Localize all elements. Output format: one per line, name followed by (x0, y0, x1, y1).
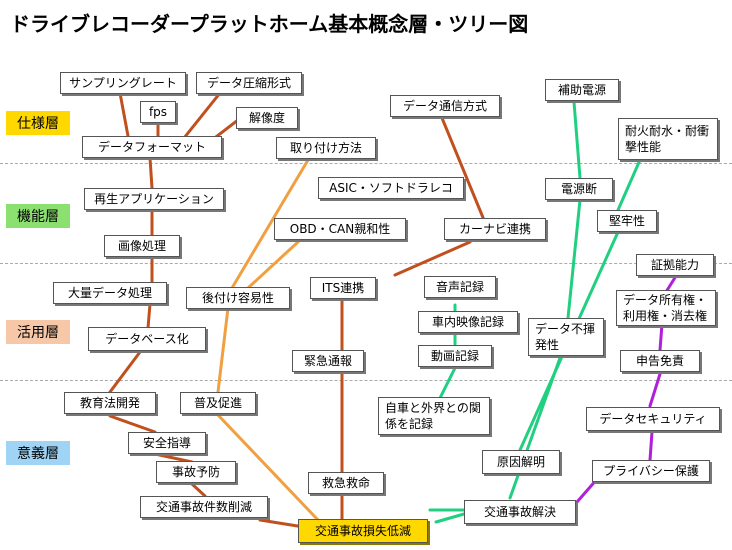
edge (434, 512, 466, 524)
node-root-reduce-losses: 交通事故損失低減 (298, 519, 428, 543)
layer-separator (0, 163, 732, 164)
edge (393, 240, 472, 277)
node-data-security: データセキュリティ (586, 407, 720, 431)
layer-label-meaning: 意義層 (6, 441, 70, 465)
edge (108, 350, 142, 394)
node-data-ownership: データ所有権・利用権・消去権 (616, 290, 716, 326)
node-bulk-data: 大量データ処理 (53, 282, 167, 304)
edge (230, 158, 310, 290)
node-fire-water-resistance: 耐火耐水・耐衝撃性能 (618, 118, 718, 160)
edge (440, 116, 486, 222)
node-fps: fps (140, 101, 176, 123)
edge (153, 452, 194, 464)
node-database: データベース化 (88, 327, 206, 351)
layer-separator (0, 380, 732, 381)
edge (508, 356, 562, 500)
node-nonvolatile: データ不揮発性 (528, 318, 604, 356)
node-audio-rec: 音声記録 (424, 276, 496, 298)
node-image-processing: 画像処理 (104, 235, 180, 257)
node-asic: ASIC・ソフトドラレコ (318, 177, 464, 199)
edges-red (108, 91, 486, 530)
edge (182, 91, 222, 140)
node-reduce-accidents: 交通事故件数削減 (140, 496, 268, 518)
edge (648, 372, 662, 408)
node-robustness: 堅牢性 (597, 210, 657, 232)
edge (616, 158, 642, 212)
edge (566, 198, 582, 320)
node-resolution: 解像度 (236, 107, 298, 129)
node-aux-power: 補助電源 (545, 79, 619, 101)
layer-label-spec: 仕様層 (6, 111, 70, 135)
diagram-title: ドライブレコーダープラットホーム基本概念層・ツリー図 (10, 12, 529, 36)
node-accident-prevention: 事故予防 (156, 461, 236, 483)
node-promotion: 普及促進 (180, 392, 256, 414)
node-data-comm: データ通信方式 (390, 95, 500, 117)
edge (246, 240, 300, 290)
edge (664, 274, 678, 294)
node-cabin-video: 車内映像記録 (418, 311, 518, 333)
edge (438, 366, 457, 400)
edge (658, 322, 664, 352)
node-evidence: 証拠能力 (636, 254, 714, 276)
node-self-immunity: 申告免責 (620, 350, 700, 372)
layer-label-function: 機能層 (6, 204, 70, 228)
layer-separator (0, 263, 732, 264)
node-its: ITS連携 (310, 277, 376, 299)
node-car-navi: カーナビ連携 (444, 218, 546, 240)
node-emergency-report: 緊急通報 (292, 350, 364, 372)
node-power-cut: 電源断 (545, 178, 613, 200)
node-privacy: プライバシー保護 (592, 460, 710, 482)
edge (648, 430, 654, 462)
node-data-compression: データ圧縮形式 (196, 72, 302, 94)
edge (190, 482, 207, 498)
node-rescue: 救急救命 (308, 472, 384, 494)
node-cause-analysis: 原因解明 (482, 450, 560, 474)
node-accident-resolution: 交通事故解決 (464, 500, 576, 524)
node-obd-can: OBD・CAN親和性 (274, 218, 406, 240)
node-playback-app: 再生アプリケーション (84, 188, 224, 210)
node-video-rec: 動画記録 (418, 345, 492, 367)
node-education: 教育法開発 (64, 392, 156, 414)
node-retrofit: 後付け容易性 (186, 287, 290, 309)
layer-label-usage: 活用層 (6, 320, 70, 344)
node-data-format: データフォーマット (82, 136, 222, 158)
node-own-and-outside: 自車と外界との関係を記録 (378, 397, 490, 435)
edge (216, 413, 320, 522)
node-safety-guidance: 安全指導 (128, 432, 206, 454)
edge (572, 100, 582, 180)
edges-orange (216, 158, 320, 522)
node-mounting: 取り付け方法 (276, 137, 376, 159)
edge (216, 306, 230, 394)
edge (146, 302, 152, 330)
edge (148, 156, 154, 190)
edge (108, 414, 157, 434)
node-sampling-rate: サンプリングレート (60, 72, 186, 94)
edge (118, 91, 130, 138)
